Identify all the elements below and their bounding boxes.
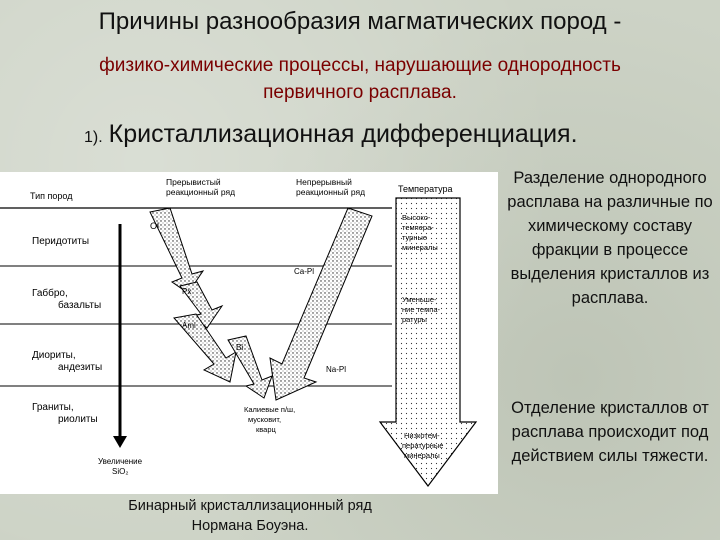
final-muscovite: мусковит, (248, 415, 281, 424)
temp-mid-3: ратуры (402, 315, 427, 324)
mineral-na-pl: Na-Pl (326, 365, 346, 374)
final-kfeldspar: Калиевые п/ш, (244, 405, 295, 414)
rock-granite: Граниты, (32, 402, 74, 413)
subtitle-line-1: физико-химические процессы, нарушающие о… (99, 55, 621, 76)
temp-high-4: минералы (402, 243, 438, 252)
bowen-reaction-series-figure: Тип пород Прерывистый реакционный ряд Не… (0, 172, 498, 494)
subtitle-line-2: первичного расплава. (263, 82, 457, 103)
px-arrow (179, 281, 224, 329)
rock-andesite: андезиты (58, 362, 102, 373)
header-discontinuous-1: Прерывистый (166, 177, 221, 187)
right-text-gravity: Отделение кристаллов от расплава происхо… (511, 399, 709, 465)
bowen-diagram-svg: Тип пород Прерывистый реакционный ряд Не… (0, 177, 478, 487)
bi-arrow (227, 335, 273, 399)
caption-line-2: Нормана Боуэна. (191, 518, 309, 534)
mineral-ol: Ol (150, 221, 159, 231)
plagioclase-arrow (269, 207, 373, 401)
aml-arrow (173, 313, 237, 383)
slide-subtitle: физико-химические процессы, нарушающие о… (0, 52, 720, 106)
final-quartz: кварц (256, 425, 277, 434)
rock-rhyolite: риолиты (58, 414, 98, 425)
rock-gabbro: Габбро, (32, 287, 68, 299)
sio2-label-1: Увеличение (98, 457, 143, 466)
point-heading: 1). Кристаллизационная дифференциация. (84, 120, 578, 149)
header-continuous-1: Непрерывный (296, 177, 352, 187)
mineral-ca-pl: Ca-Pl (294, 267, 314, 276)
figure-caption: Бинарный кристаллизационный ряд Нормана … (90, 496, 410, 536)
temp-high-2: темпера- (402, 223, 434, 232)
rock-basalt: базальты (58, 299, 101, 311)
header-temperature: Температура (398, 184, 453, 194)
mineral-px: Px (182, 287, 191, 296)
header-discontinuous-2: реакционный ряд (166, 187, 235, 197)
mineral-bi: Bi (236, 343, 243, 352)
temp-mid-1: Уменьше- (402, 295, 437, 304)
point-number: 1). (84, 129, 103, 146)
temp-high-1: Высоко- (402, 213, 431, 222)
temp-high-3: турные (402, 233, 427, 242)
slide-title: Причины разнообразия магматических пород… (98, 8, 622, 35)
right-text-separation: Разделение однородного расплава на разли… (507, 169, 713, 307)
temp-mid-2: ние темпа- (402, 305, 440, 314)
temp-low-1: Низкотем- (404, 431, 440, 440)
mineral-aml: Aml (182, 321, 196, 330)
temp-low-3: минералы (404, 451, 440, 460)
temp-low-2: пературные (402, 441, 443, 450)
header-continuous-2: реакционный ряд (296, 187, 365, 197)
point-text: Кристаллизационная дифференциация. (108, 120, 578, 148)
rock-peridotite: Перидотиты (32, 236, 89, 247)
sio2-arrow-head (113, 436, 127, 448)
caption-line-1: Бинарный кристаллизационный ряд (128, 498, 372, 514)
temperature-arrow (378, 197, 478, 487)
sio2-label-2: SiO₂ (112, 467, 128, 476)
header-rock-type: Тип пород (30, 191, 73, 201)
rock-diorite: Диориты, (32, 350, 76, 361)
